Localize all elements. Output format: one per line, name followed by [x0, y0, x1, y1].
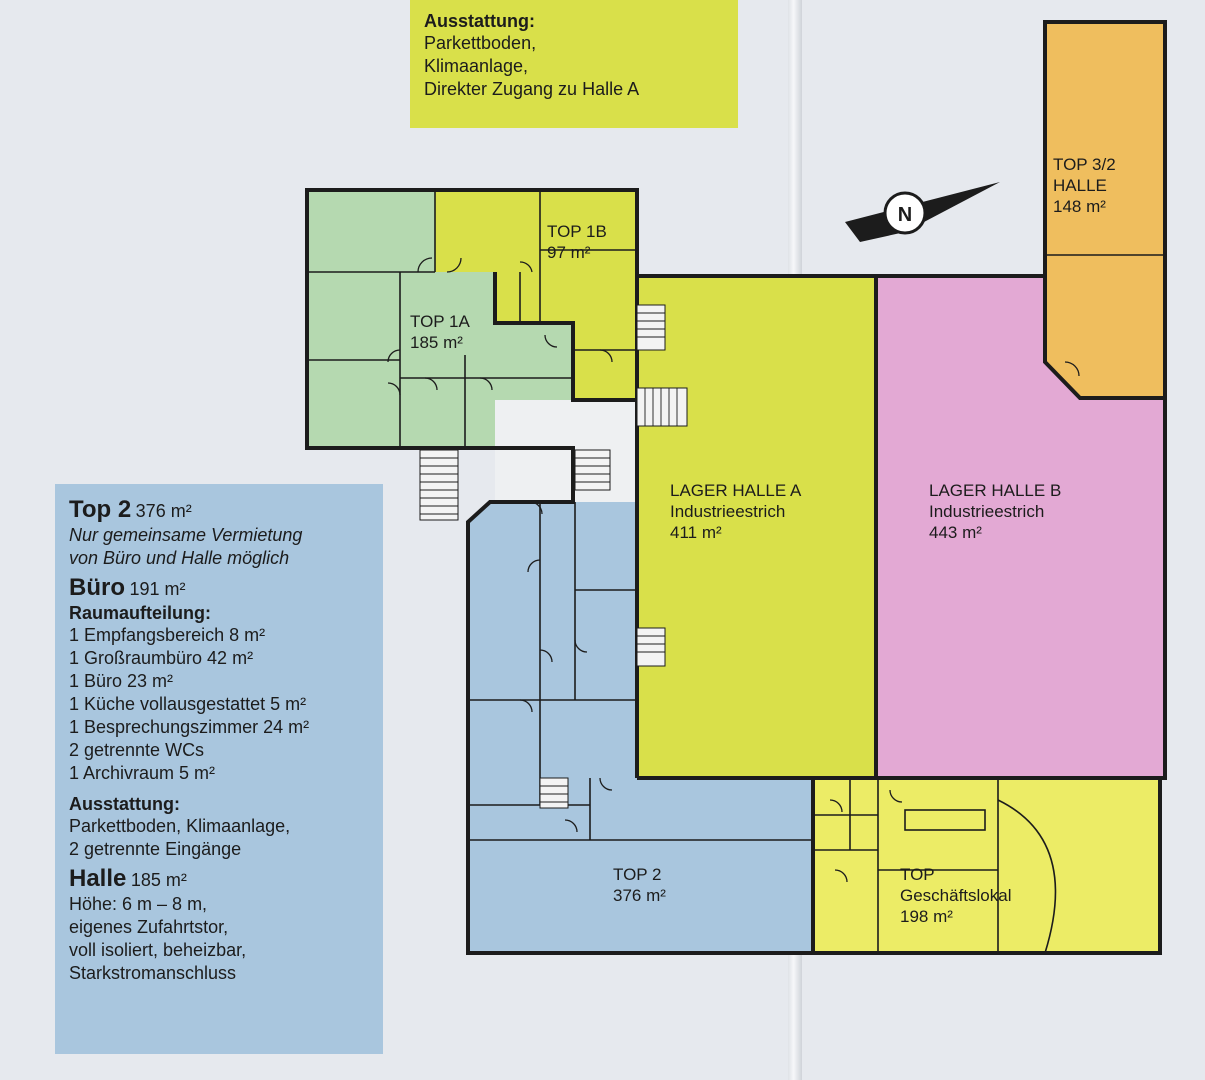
- top2-info-box: Top 2 376 m² Nur gemeinsame Vermietung v…: [55, 484, 383, 1054]
- halle-line: Höhe: 6 m – 8 m,: [69, 894, 208, 914]
- top1b-features-box: Ausstattung: Parkettboden, Klimaanlage, …: [410, 0, 738, 128]
- rental-note: von Büro und Halle möglich: [69, 548, 290, 568]
- halle-b-floor: Industrieestrich: [929, 502, 1044, 521]
- top1a-area: [307, 190, 573, 448]
- halle-a-name: LAGER HALLE A: [670, 481, 802, 500]
- buero-area: 191 m²: [129, 579, 186, 599]
- top32-area: [1045, 22, 1165, 398]
- ausstattung-heading: Ausstattung:: [69, 794, 180, 814]
- top1a-name: TOP 1A: [410, 312, 471, 331]
- halle-b-label: LAGER HALLE B Industrieestrich 443 m²: [929, 481, 1066, 542]
- halle-title: Halle: [69, 865, 127, 892]
- geschaeft-label: TOP Geschäftslokal 198 m²: [900, 865, 1016, 926]
- room-item: 1 Großraumbüro 42 m²: [69, 648, 254, 668]
- halle-line: Starkstromanschluss: [69, 963, 237, 983]
- top32-area-label: 148 m²: [1053, 197, 1106, 216]
- halle-b-area: [876, 276, 1165, 778]
- halle-a-area-label: 411 m²: [670, 523, 722, 542]
- ausstattung-line: Parkettboden, Klimaanlage,: [69, 816, 291, 836]
- top1b-label: TOP 1B 97 m²: [547, 222, 612, 262]
- room-item: 1 Küche vollausgestattet 5 m²: [69, 694, 307, 714]
- corridor: [495, 400, 637, 502]
- room-item: 1 Besprechungszimmer 24 m²: [69, 717, 310, 737]
- top2-heading: Top 2 376 m²: [69, 496, 369, 524]
- rental-note: Nur gemeinsame Vermietung: [69, 525, 303, 545]
- halle-area: 185 m²: [130, 870, 187, 890]
- raumaufteilung-heading: Raumaufteilung:: [69, 603, 211, 623]
- stairs: [419, 304, 688, 809]
- room-item: 1 Empfangsbereich 8 m²: [69, 625, 266, 645]
- halle-heading: Halle 185 m²: [69, 865, 369, 893]
- room-item: 1 Archivraum 5 m²: [69, 763, 216, 783]
- halle-a-area: [637, 276, 876, 778]
- halle-line: voll isoliert, beheizbar,: [69, 940, 247, 960]
- halle-line: eigenes Zufahrtstor,: [69, 917, 229, 937]
- top2-plan-label: TOP 2 376 m²: [613, 865, 666, 905]
- features-line: Direkter Zugang zu Halle A: [424, 79, 640, 99]
- ausstattung-line: 2 getrennte Eingänge: [69, 839, 242, 859]
- geschaeft-type: Geschäftslokal: [900, 886, 1012, 905]
- top1b-area-label: 97 m²: [547, 243, 591, 262]
- halle-b-area-label: 443 m²: [929, 523, 982, 542]
- top1a-label: TOP 1A 185 m²: [410, 312, 474, 352]
- top2-plan-name: TOP 2: [613, 865, 662, 884]
- top32-type: HALLE: [1053, 176, 1107, 195]
- compass: N: [845, 182, 1000, 242]
- halle-a-label: LAGER HALLE A Industrieestrich 411 m²: [670, 481, 805, 542]
- buero-heading: Büro 191 m²: [69, 574, 369, 602]
- top1b-area: [435, 190, 637, 400]
- buero-title: Büro: [69, 574, 125, 601]
- halle-b-name: LAGER HALLE B: [929, 481, 1061, 500]
- top2-title: Top 2: [69, 496, 132, 523]
- features-line: Parkettboden,: [424, 33, 537, 53]
- features-line: Klimaanlage,: [424, 56, 529, 76]
- geschaeft-name: TOP: [900, 865, 934, 884]
- room-item: 2 getrennte WCs: [69, 740, 205, 760]
- top32-label: TOP 3/2 HALLE 148 m²: [1053, 155, 1120, 216]
- room-item: 1 Büro 23 m²: [69, 671, 174, 691]
- doors: [387, 257, 1080, 883]
- compass-letter: N: [898, 204, 912, 226]
- geschaeft-area-label: 198 m²: [900, 907, 953, 926]
- halle-a-floor: Industrieestrich: [670, 502, 785, 521]
- outer-walls: [305, 20, 1167, 955]
- top32-name: TOP 3/2: [1053, 155, 1116, 174]
- top2-plan-area: 376 m²: [613, 886, 666, 905]
- geschaeft-area: [813, 778, 1160, 953]
- top2-area: 376 m²: [135, 501, 192, 521]
- top1a-area-label: 185 m²: [410, 333, 463, 352]
- features-heading: Ausstattung:: [424, 11, 535, 31]
- top1b-name: TOP 1B: [547, 222, 607, 241]
